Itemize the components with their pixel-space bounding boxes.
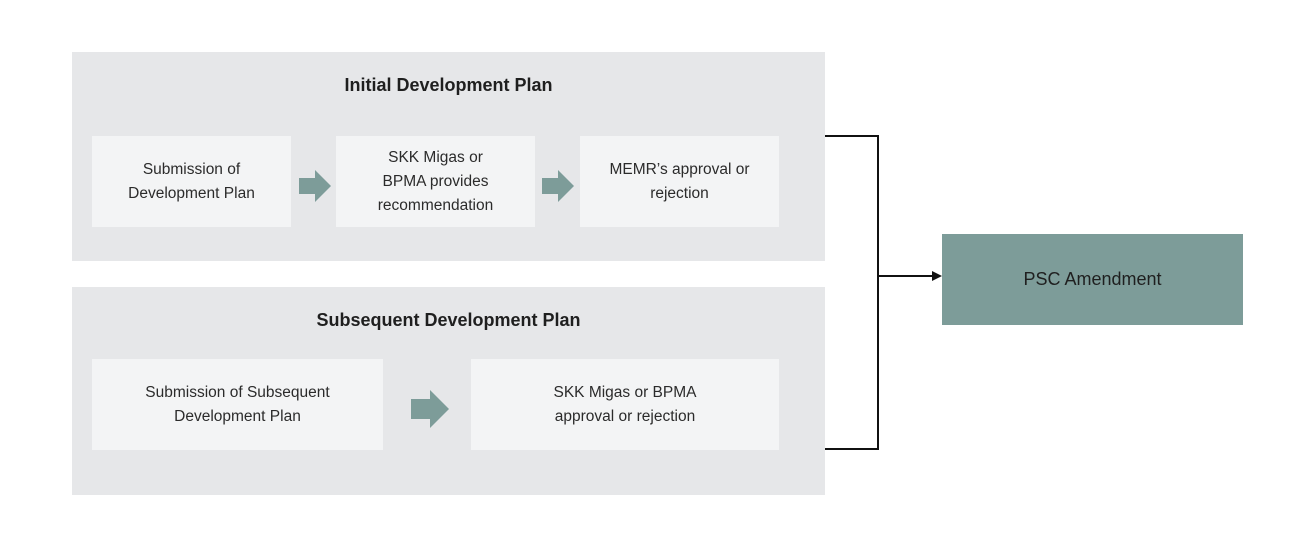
initial-step-approval-label: MEMR’s approval or rejection bbox=[609, 160, 750, 202]
initial-plan-title: Initial Development Plan bbox=[344, 75, 553, 95]
initial-step-recommendation-label: SKK Migas or BPMA provides recommendatio… bbox=[377, 148, 494, 214]
initial-step-submission: Submission of Development Plan bbox=[92, 136, 291, 227]
subsequent-step-approval-label: SKK Migas or BPMA approval or rejection bbox=[553, 383, 697, 425]
initial-step-approval: MEMR’s approval or rejection bbox=[580, 136, 779, 227]
initial-step-submission-label: Submission of Development Plan bbox=[128, 160, 255, 202]
psc-amendment-label: PSC Amendment bbox=[1023, 269, 1162, 289]
subsequent-step-approval: SKK Migas or BPMA approval or rejection bbox=[471, 359, 779, 450]
connector-line-top bbox=[825, 135, 879, 450]
right-block-arrow-icon bbox=[542, 170, 574, 202]
initial-plan-panel: Initial Development Plan Submission of D… bbox=[72, 52, 825, 261]
subsequent-step-submission-label: Submission of Subsequent Development Pla… bbox=[145, 383, 330, 425]
subsequent-step-submission: Submission of Subsequent Development Pla… bbox=[92, 359, 383, 450]
subsequent-plan-title: Subsequent Development Plan bbox=[316, 310, 581, 330]
arrow-right-icon bbox=[932, 271, 942, 281]
initial-step-recommendation: SKK Migas or BPMA provides recommendatio… bbox=[336, 136, 535, 227]
subsequent-plan-panel: Subsequent Development Plan Submission o… bbox=[72, 287, 825, 495]
right-block-arrow-icon bbox=[299, 170, 331, 202]
right-block-arrow-icon bbox=[411, 390, 449, 428]
psc-amendment-box: PSC Amendment bbox=[942, 234, 1243, 325]
